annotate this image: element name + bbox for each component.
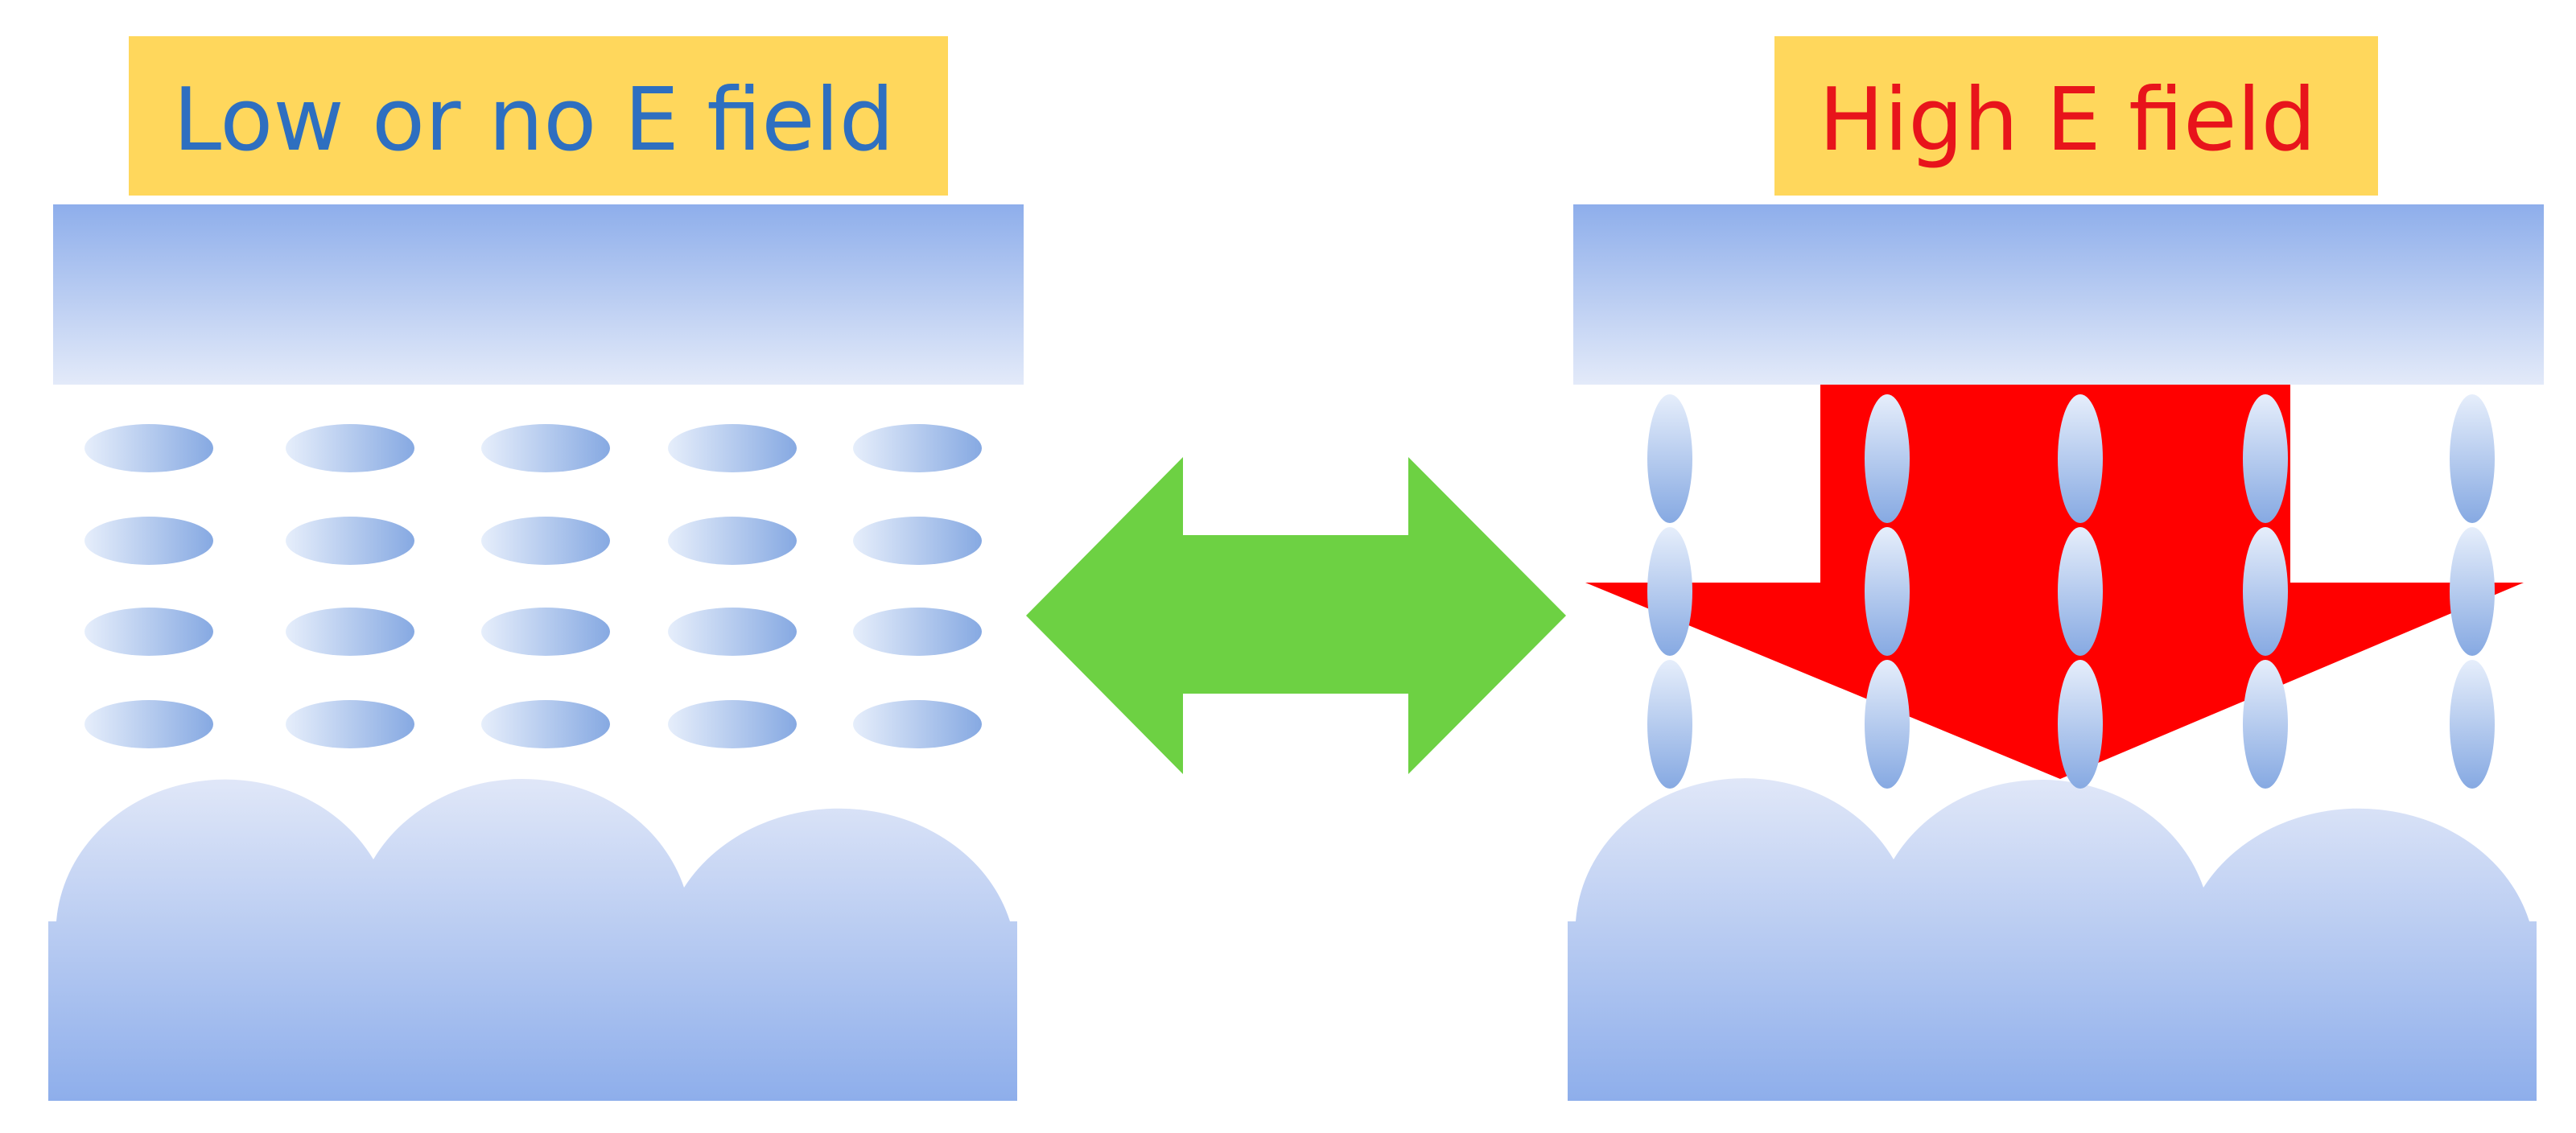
lc-molecule-horizontal bbox=[481, 517, 610, 565]
left-top-electrode bbox=[53, 204, 1024, 385]
lc-molecule-vertical bbox=[1647, 660, 1692, 789]
left-label-box bbox=[129, 36, 948, 196]
lc-molecule-vertical bbox=[2243, 660, 2288, 789]
right-panel: High E field bbox=[1568, 36, 2544, 1101]
lc-molecule-horizontal bbox=[286, 700, 414, 748]
left-panel: Low or no E field bbox=[48, 36, 1024, 1101]
lc-molecule-vertical bbox=[2058, 394, 2103, 523]
lc-molecule-horizontal bbox=[853, 517, 982, 565]
lc-molecule-horizontal bbox=[853, 700, 982, 748]
lc-molecule-horizontal bbox=[853, 424, 982, 472]
lc-molecule-horizontal bbox=[84, 424, 213, 472]
right-lc-molecules bbox=[1647, 394, 2495, 789]
lc-molecule-vertical bbox=[2243, 527, 2288, 656]
lc-molecule-vertical bbox=[2450, 394, 2495, 523]
lc-molecule-horizontal bbox=[286, 608, 414, 656]
lc-molecule-horizontal bbox=[481, 424, 610, 472]
lc-molecule-horizontal bbox=[668, 517, 797, 565]
left-bottom-electrode bbox=[48, 778, 1017, 1101]
lc-molecule-horizontal bbox=[668, 700, 797, 748]
lc-molecule-horizontal bbox=[286, 517, 414, 565]
lc-molecule-vertical bbox=[1865, 394, 1910, 523]
lc-molecule-horizontal bbox=[286, 424, 414, 472]
left-lc-molecules bbox=[84, 424, 982, 748]
right-top-electrode bbox=[1573, 204, 2544, 385]
field-down-arrow-icon bbox=[1585, 385, 2524, 779]
right-label-text: High E field bbox=[1819, 70, 2316, 171]
lc-molecule-vertical bbox=[2058, 660, 2103, 789]
lc-molecule-horizontal bbox=[853, 608, 982, 656]
lc-molecule-vertical bbox=[1647, 394, 1692, 523]
lc-molecule-horizontal bbox=[84, 517, 213, 565]
double-headed-arrow-icon bbox=[1026, 457, 1566, 774]
left-label-text: Low or no E field bbox=[173, 70, 894, 171]
lc-molecule-horizontal bbox=[481, 608, 610, 656]
right-label-box bbox=[1774, 36, 2378, 196]
lc-molecule-vertical bbox=[1865, 660, 1910, 789]
lc-molecule-horizontal bbox=[481, 700, 610, 748]
right-bottom-electrode bbox=[1568, 778, 2537, 1101]
lc-molecule-horizontal bbox=[668, 608, 797, 656]
lc-molecule-horizontal bbox=[84, 608, 213, 656]
lc-molecule-vertical bbox=[2243, 394, 2288, 523]
lc-molecule-vertical bbox=[1865, 527, 1910, 656]
lc-molecule-horizontal bbox=[84, 700, 213, 748]
lc-molecule-vertical bbox=[1647, 527, 1692, 656]
lc-molecule-vertical bbox=[2058, 527, 2103, 656]
lc-molecule-vertical bbox=[2450, 527, 2495, 656]
lc-molecule-vertical bbox=[2450, 660, 2495, 789]
lc-molecule-horizontal bbox=[668, 424, 797, 472]
